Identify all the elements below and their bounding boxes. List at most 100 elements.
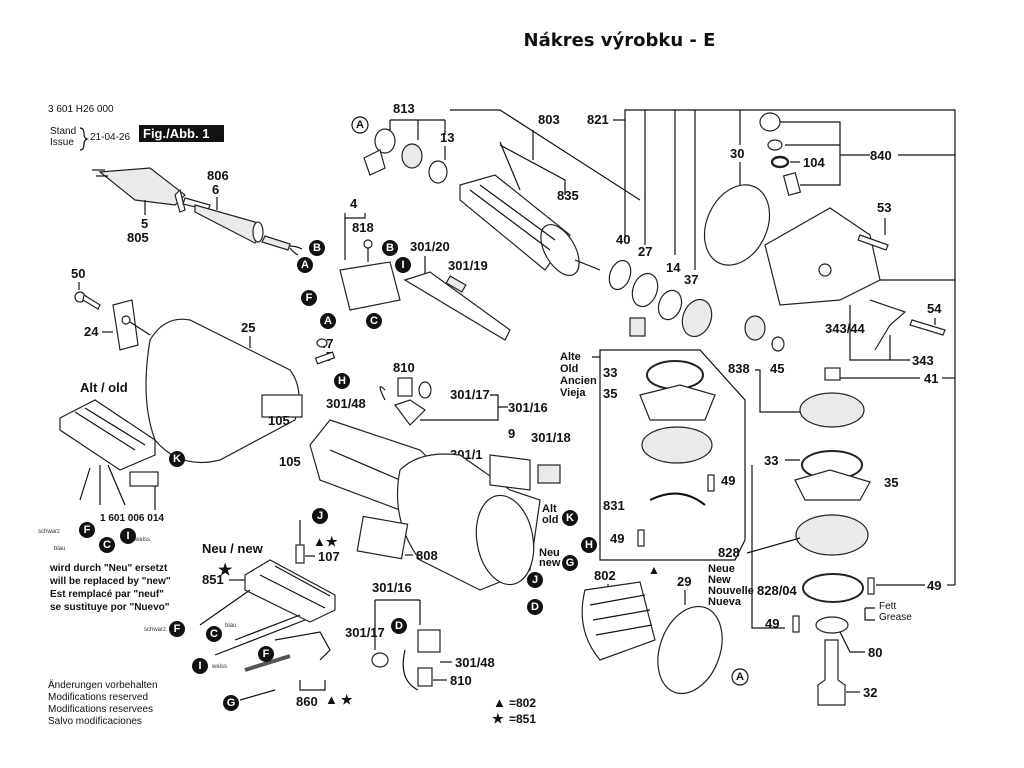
svg-text:C: C xyxy=(370,315,378,327)
svg-text:F: F xyxy=(263,648,270,660)
connector-H-marker-2: H xyxy=(581,537,597,553)
page-title: Nákres výrobku - E xyxy=(523,30,716,51)
wire-weiss-label-new: weiss xyxy=(211,664,227,670)
connector-F-marker-3: F xyxy=(169,621,185,637)
label-40: 40 xyxy=(616,232,630,247)
modifications-en: Modifications reserved xyxy=(48,692,148,703)
grease-label: Grease xyxy=(879,612,912,623)
svg-text:G: G xyxy=(566,557,575,569)
label-301-48-lower: 301/48 xyxy=(455,655,495,670)
connector-A-marker-3: A xyxy=(320,313,336,329)
label-818: 818 xyxy=(352,220,374,235)
spindle-lock-840-part xyxy=(759,112,802,196)
label-301-20: 301/20 xyxy=(410,239,450,254)
label-301-16-lower: 301/16 xyxy=(372,580,412,595)
replace-note-fr: Est remplacé par "neuf" xyxy=(50,589,164,600)
switch-block-lower-part xyxy=(417,629,441,653)
label-24: 24 xyxy=(84,324,99,339)
connector-B-marker-2: B xyxy=(382,240,398,256)
switch-301-17-lower-part xyxy=(371,652,389,668)
connector-B-marker-1: B xyxy=(309,240,325,256)
label-49-new-a: 49 xyxy=(927,578,941,593)
gear-housing-part xyxy=(764,207,881,306)
modifications-de: Änderungen vorbehalten xyxy=(48,679,158,691)
label-49-old-b: 49 xyxy=(610,531,624,546)
bevel-gear-part xyxy=(799,392,865,428)
connector-K-marker-1: K xyxy=(169,451,185,467)
svg-text:B: B xyxy=(313,242,321,254)
new-gasket-part xyxy=(794,469,871,501)
nueva-label: Nueva xyxy=(708,596,742,608)
label-803: 803 xyxy=(538,112,560,127)
replace-note-es: se sustituye por "Nuevo" xyxy=(50,602,170,613)
neu-small-label: Neu xyxy=(539,547,560,559)
connector-D-marker-2: D xyxy=(527,599,543,615)
connector-F-marker-4: F xyxy=(258,646,274,662)
fan-guide-29-part xyxy=(657,605,723,695)
wire-weiss-label: weiss xyxy=(134,537,150,543)
motor-cover-25-part xyxy=(145,318,303,464)
new-bearing-flange-part xyxy=(795,514,869,556)
wire-schwarz-label-new: schwarz xyxy=(144,627,166,633)
connector-A-marker-1: A xyxy=(351,116,369,134)
svg-text:A: A xyxy=(324,315,332,327)
label-5: 5 xyxy=(141,216,148,231)
label-54: 54 xyxy=(927,301,942,316)
capacitor-810-part xyxy=(397,377,413,397)
figure-badge xyxy=(139,125,224,142)
svg-text:G: G xyxy=(227,697,236,709)
old-parts-frame xyxy=(592,349,746,561)
replace-note-de: wird durch "Neu" ersetzt xyxy=(49,563,168,574)
connector-G-marker-1: G xyxy=(223,695,239,711)
wire-schwarz-label: schwarz xyxy=(38,529,60,535)
switch-301-17-part xyxy=(418,381,432,399)
svg-text:H: H xyxy=(585,539,593,551)
connector-I-marker-2: I xyxy=(120,528,136,544)
new-small-label: new xyxy=(539,557,561,569)
issue-label: Issue xyxy=(50,137,74,148)
svg-text:K: K xyxy=(566,512,574,524)
alt-small-label: Alt xyxy=(542,503,557,515)
label-860: 860 xyxy=(296,694,318,709)
svg-text:A: A xyxy=(301,259,309,271)
nouvelle-label: Nouvelle xyxy=(708,585,754,597)
washer-80-part xyxy=(815,616,849,634)
connector-C-marker-3: C xyxy=(206,626,222,642)
screw-54-part xyxy=(909,319,946,336)
label-301-17-lower: 301/17 xyxy=(345,625,385,640)
label-1601006014: 1 601 006 014 xyxy=(100,513,164,524)
label-13: 13 xyxy=(440,130,454,145)
label-53: 53 xyxy=(877,200,891,215)
svg-text:K: K xyxy=(173,453,181,465)
svg-text:J: J xyxy=(317,510,323,522)
connector-D-marker-1: D xyxy=(391,618,407,634)
label-301-48: 301/48 xyxy=(326,396,366,411)
label-41: 41 xyxy=(924,371,938,386)
connector-A-marker-2: A xyxy=(297,257,313,273)
label-835: 835 xyxy=(557,188,579,203)
label-104: 104 xyxy=(803,155,825,170)
new-label: New xyxy=(708,574,731,586)
star-mark-851: ★ xyxy=(218,562,233,579)
switch-block-part xyxy=(394,399,426,426)
label-35-new: 35 xyxy=(884,475,898,490)
connector-H-marker-1: H xyxy=(334,373,350,389)
label-33-new: 33 xyxy=(764,453,778,468)
capacitor-810-lower-part xyxy=(417,667,433,687)
connector-J-marker-1: J xyxy=(312,508,328,524)
power-plug-part xyxy=(92,167,211,213)
label-301-16: 301/16 xyxy=(508,400,548,415)
label-27: 27 xyxy=(638,244,652,259)
label-806: 806 xyxy=(207,168,229,183)
svg-text:C: C xyxy=(103,539,111,551)
label-301-18: 301/18 xyxy=(531,430,571,445)
field-coil-802-part xyxy=(581,581,656,661)
label-49-new-b: 49 xyxy=(765,616,779,631)
label-32: 32 xyxy=(863,685,877,700)
screw-49-new-a-part xyxy=(867,577,875,595)
label-14: 14 xyxy=(666,260,681,275)
switch-button-301-18-part xyxy=(537,464,561,484)
old-label: Old xyxy=(560,363,578,375)
svg-text:I: I xyxy=(198,660,201,672)
